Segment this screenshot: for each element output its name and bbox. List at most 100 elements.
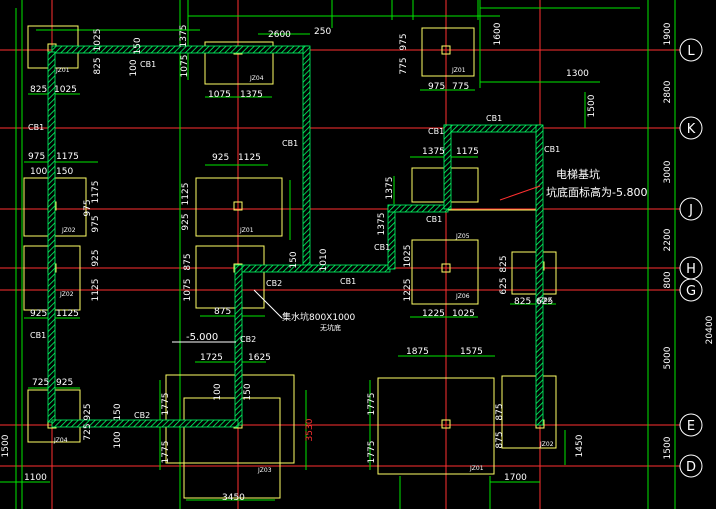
footing-label: JZ03 [257, 467, 272, 474]
dim-text: 1175 [456, 147, 479, 157]
dim-text: 825 [499, 255, 509, 272]
right-dim-1900: 1900 [663, 22, 673, 45]
hatched-beams [47, 45, 544, 428]
dim-text: 1375 [422, 147, 445, 157]
dimension-texts: 2600 250 1375 150 100 1025 825 825 1025 … [1, 22, 597, 503]
dim-text: 1700 [504, 473, 527, 483]
dim-text: 925 [30, 309, 47, 319]
footing-label: JZ01 [55, 67, 70, 74]
dim-text: 775 [452, 82, 469, 92]
footing-label: JZ04 [53, 437, 68, 444]
dim-text: 1775 [367, 441, 377, 464]
dim-text: 3530 [305, 418, 315, 441]
right-dim-2200: 2200 [663, 228, 673, 251]
element-labels: CB1 CB1 CB1 CB1 CB1 CB1 CB1 CB1 CB1 CB1 … [28, 60, 560, 474]
dim-text: 925 [56, 378, 73, 388]
beam-pit-step [387, 204, 449, 213]
dim-text: 875 [214, 307, 231, 317]
beam-label: CB1 [30, 331, 46, 340]
dim-text: 100 [30, 167, 47, 177]
leader-line [253, 289, 283, 319]
dim-text: 1075 [180, 55, 190, 78]
beam-label: CB1 [544, 145, 560, 154]
beam-pit-right [535, 124, 544, 426]
footing-jz01-top-right [421, 27, 475, 77]
beam-label: CB1 [486, 114, 502, 123]
footing-jz01-big [377, 377, 495, 475]
dim-text: 1375 [179, 25, 189, 48]
right-dim-800: 800 [663, 271, 673, 288]
footing-jz02-right [511, 251, 557, 295]
dim-text: 150 [243, 383, 253, 400]
dim-text: 825 [514, 297, 531, 307]
dim-text: 1125 [91, 279, 101, 302]
dim-text: 1375 [377, 213, 387, 236]
dim-text: 1025 [93, 29, 103, 52]
column [441, 45, 451, 55]
dim-text: 625 [499, 277, 509, 294]
dim-text: 975 [399, 33, 409, 50]
footing-jz01-center [195, 177, 283, 237]
grid-bubble-label-J: J [688, 203, 693, 218]
footing-label: JZ01 [239, 227, 254, 234]
dim-text: 1125 [181, 183, 191, 206]
dim-text: 3450 [222, 493, 245, 503]
grid-bubble-E [679, 413, 703, 437]
dim-text: 150 [133, 37, 143, 54]
dimension-lines [0, 0, 676, 509]
dim-text: 1575 [460, 347, 483, 357]
footing-label: JZ02 [539, 441, 554, 448]
dim-text: 1100 [24, 473, 47, 483]
cut-note: 集水坑800X1000 [282, 311, 356, 323]
beam-label: CB1 [282, 139, 298, 148]
beam-pit-left-top [443, 124, 452, 210]
footing-label: JZ01 [469, 465, 484, 472]
dim-text: 1225 [422, 309, 445, 319]
right-dim-2800: 2800 [663, 80, 673, 103]
dim-text: 925 [212, 153, 229, 163]
notes: 电梯基坑 坑底面标高为-5.800 集水坑800X1000 无坑底 -5.000 [172, 167, 647, 343]
dim-text: 1075 [183, 279, 193, 302]
dim-text: 1625 [248, 353, 271, 363]
dim-text: 875 [183, 253, 193, 270]
grid-bubble-G [679, 278, 703, 302]
dim-text: 1775 [161, 441, 171, 464]
beam-center-horizontal [237, 264, 391, 273]
dim-text: 875 [495, 431, 505, 448]
dim-text: 875 [495, 403, 505, 420]
dim-text: 1025 [403, 245, 413, 268]
dim-text: 625 [536, 297, 553, 307]
dim-text: 1125 [56, 309, 79, 319]
dim-text: 100 [213, 383, 223, 400]
grid-bubble-K [679, 116, 703, 140]
grid-bubble-J [679, 197, 703, 221]
pit-bottom-level: 坑底面标高为-5.800 [546, 185, 647, 199]
dim-text: 1600 [493, 22, 503, 45]
right-dim-3000: 3000 [663, 160, 673, 183]
dim-text: 100 [129, 59, 139, 76]
dim-text: 975 [28, 152, 45, 162]
grid-bubble-label-H: H [686, 262, 696, 277]
footing-jz04-top [204, 41, 274, 85]
footing-label: JZ02 [537, 297, 552, 304]
pit-title: 电梯基坑 [556, 167, 600, 181]
footing-jz03 [165, 374, 295, 464]
dim-text: 1500 [1, 434, 11, 457]
dim-text: 975 [428, 82, 445, 92]
dim-text: 150 [113, 403, 123, 420]
dim-text: 975 [83, 199, 93, 216]
beam-label: CB1 [428, 127, 444, 136]
dim-text: 725 [83, 423, 93, 440]
beam-label: CB1 [140, 60, 156, 69]
right-dim-5000: 5000 [663, 346, 673, 369]
grid-bubble-L [679, 38, 703, 62]
footing-label: JZ01 [451, 67, 466, 74]
column [233, 201, 243, 211]
dim-text: 925 [91, 249, 101, 266]
footing-jz03-inner [183, 397, 281, 499]
footing-label: JZ05 [455, 233, 470, 240]
beam-label: CB1 [374, 243, 390, 252]
dim-text: 100 [113, 431, 123, 448]
dim-text: 250 [314, 27, 331, 37]
